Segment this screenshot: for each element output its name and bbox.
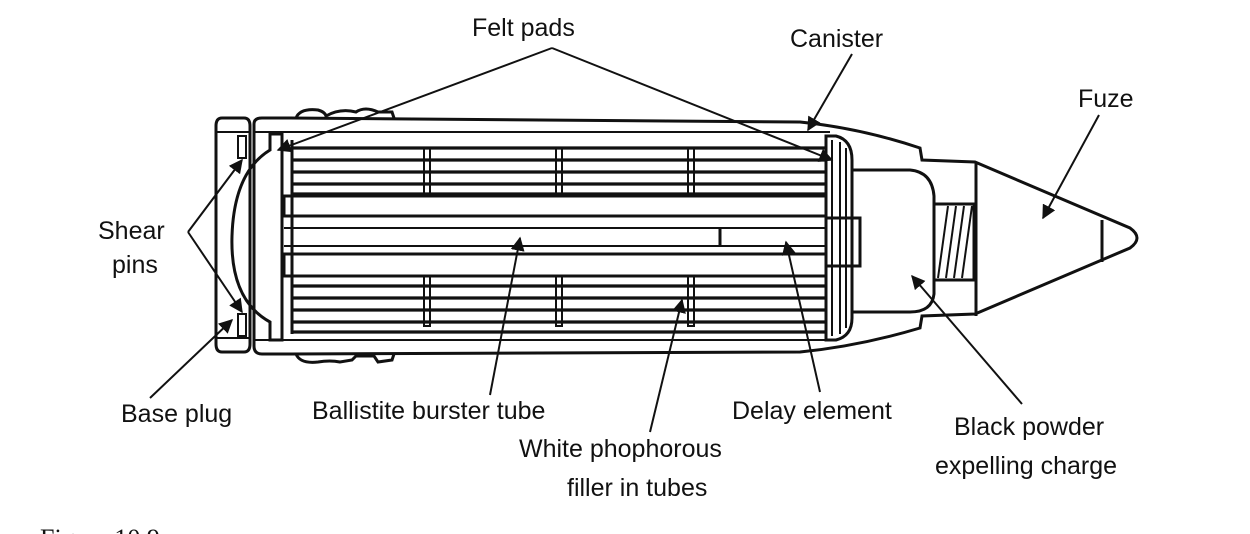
leader-felt-pad-left [276, 47, 553, 153]
spacer-rings [423, 147, 695, 327]
leader-shear-pin-top [187, 158, 243, 233]
base-plug-shape [214, 116, 252, 354]
figure-caption: Figure 10.9 [40, 524, 160, 534]
label-fuze: Fuze [1078, 85, 1134, 113]
shear-pin-bottom [237, 313, 247, 337]
label-burster-tube: Ballistite burster tube [312, 397, 545, 425]
leader-fuze [1042, 114, 1100, 220]
expelling-chamber [852, 168, 936, 314]
phosphorus-tubes [290, 140, 826, 334]
leader-black-powder [911, 274, 1023, 405]
rotating-band-top [294, 107, 396, 119]
leader-lines [149, 47, 1100, 433]
leader-delay [781, 240, 821, 393]
leader-base-plug [149, 319, 234, 399]
label-shear-pins-line1: Shear [98, 217, 165, 245]
burster-tube [282, 194, 828, 278]
label-base-plug: Base plug [121, 400, 232, 428]
label-delay-element: Delay element [732, 397, 892, 425]
projectile-body [214, 107, 1139, 364]
delay-element-block [824, 216, 862, 268]
rotating-band-bottom [294, 353, 396, 364]
leader-filler [649, 298, 686, 433]
leader-burster [489, 236, 525, 396]
leader-shear-pin-bottom [187, 231, 243, 314]
label-black-powder-line1: Black powder [954, 413, 1104, 441]
label-felt-pads: Felt pads [472, 14, 575, 42]
canister-cap [824, 134, 854, 342]
label-filler-line1: White phophorous [519, 435, 722, 463]
label-black-powder-line2: expelling charge [935, 452, 1117, 480]
base-disc [230, 132, 284, 342]
label-filler-line2: filler in tubes [567, 474, 707, 502]
leader-felt-pad-right [551, 47, 834, 162]
label-canister: Canister [790, 25, 883, 53]
shear-pin-top [237, 135, 247, 159]
label-shear-pins-line2: pins [112, 251, 158, 279]
case-outer [252, 116, 1139, 356]
leader-canister [807, 53, 853, 132]
fuze-thread [932, 202, 976, 282]
labels: Felt pads Canister Fuze Shear pins Base … [98, 14, 1134, 502]
thread-hatching [937, 205, 973, 279]
